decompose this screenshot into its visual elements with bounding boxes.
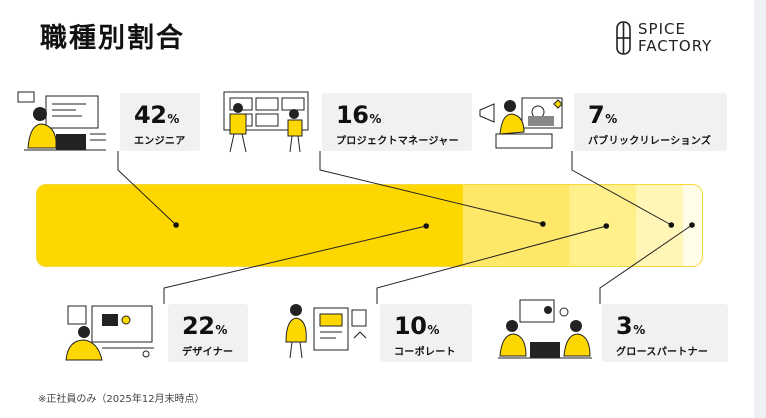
card-label: プロジェクトマネージャー [336, 136, 459, 147]
leader-line-5 [599, 224, 693, 304]
leader-dot-2 [540, 221, 546, 227]
bar-segment-4 [636, 184, 684, 267]
leader-dot-1 [423, 223, 430, 229]
card-unit: % [369, 112, 382, 126]
card-label: エンジニア [134, 136, 186, 147]
engineer-illustration [17, 91, 106, 151]
leader-dot-4 [668, 222, 675, 228]
leader-line-0 [117, 151, 177, 226]
side-strip [754, 0, 766, 418]
project-manager-illustration [223, 91, 309, 153]
growth-partner-illustration [498, 299, 592, 359]
leader-line-1 [163, 225, 427, 304]
card-growth-partner: 3% グロースパートナー [602, 304, 728, 362]
card-project-manager: 16% プロジェクトマネージャー [322, 93, 472, 151]
bar-segment-3 [569, 184, 637, 267]
card-unit: % [605, 112, 618, 126]
card-value: 22 [182, 312, 215, 340]
card-label: デザイナー [182, 347, 234, 358]
card-unit: % [167, 112, 180, 126]
leader-dot-3 [603, 223, 610, 229]
card-value: 7 [588, 101, 605, 129]
card-unit: % [427, 323, 440, 337]
card-label: コーポレート [394, 347, 456, 358]
page-title: 職種別割合 [40, 23, 185, 54]
card-unit: % [633, 323, 646, 337]
card-value: 10 [394, 312, 427, 340]
logo-text-line2: FACTORY [638, 37, 713, 55]
bar-outline [36, 184, 703, 267]
logo-text-line1: SPICE [638, 20, 686, 38]
bar-segment-1 [316, 184, 464, 267]
leader-line-2 [319, 151, 544, 225]
logo-mark-icon [616, 21, 631, 55]
card-public-relations: 7% パブリックリレーションズ [574, 93, 727, 151]
bar-segment-2 [462, 184, 571, 267]
card-value: 16 [336, 101, 369, 129]
card-engineer: 42% エンジニア [120, 93, 200, 151]
spice-factory-logo: SPICE FACTORY [616, 21, 712, 55]
card-label: グロースパートナー [616, 347, 709, 358]
designer-illustration [65, 305, 154, 361]
leader-line-4 [571, 151, 672, 226]
card-designer: 22% デザイナー [168, 304, 248, 362]
public-relations-illustration [479, 97, 563, 149]
leader-dot-0 [173, 222, 179, 228]
leader-dot-5 [689, 222, 695, 228]
corporate-illustration [285, 304, 367, 359]
card-corporate: 10% コーポレート [380, 304, 472, 362]
card-label: パブリックリレーションズ [588, 136, 712, 147]
footnote: ※正社員のみ（2025年12月末時点） [38, 394, 205, 405]
leader-line-3 [376, 225, 607, 304]
card-value: 3 [616, 312, 633, 340]
card-unit: % [215, 323, 228, 337]
card-value: 42 [134, 101, 167, 129]
